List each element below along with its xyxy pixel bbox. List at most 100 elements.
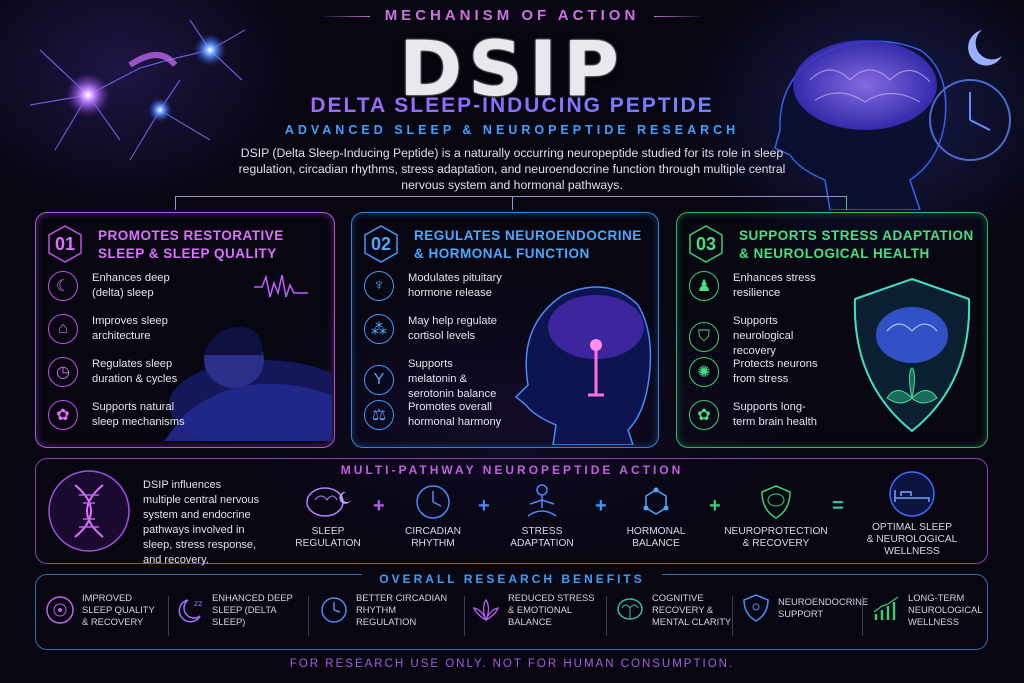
benefit-item: COGNITIVE RECOVERY & MENTAL CLARITY (614, 592, 731, 628)
pathway-step-label: STRESS ADAPTATION (510, 526, 574, 549)
list-item-text: Supports natural sleep mechanisms (92, 401, 185, 428)
benefit-label: NEUROENDOCRINE SUPPORT (778, 596, 869, 619)
pathway-result-label: OPTIMAL SLEEP & NEUROLOGICAL WELLNESS (866, 522, 958, 557)
benefit-item: IMPROVED SLEEP QUALITY & RECOVERY (44, 592, 155, 628)
benefit-label: LONG-TERM NEUROLOGICAL WELLNESS (908, 592, 983, 627)
pathway-step: HORMONAL BALANCE (618, 482, 694, 550)
panel-number-badge: 03 (689, 225, 723, 263)
list-item: ◷ Regulates sleep duration & cycles (48, 357, 187, 387)
brain-icon: ✿ (689, 400, 719, 430)
panel-title-line: SLEEP & SLEEP QUALITY (98, 246, 277, 261)
sleeping-person-illustration (164, 274, 332, 441)
list-item: ⁂ May help regulate cortisol levels (364, 314, 503, 344)
benefit-divider (606, 596, 607, 636)
list-item-text: Promotes overall hormonal harmony (408, 401, 502, 428)
benefit-item: BETTER CIRCADIAN RHYTHM REGULATION (318, 592, 447, 628)
brain-icon: ✿ (48, 400, 78, 430)
list-item-text: Enhances deep (delta) sleep (92, 272, 170, 299)
panel-title-line: PROMOTES RESTORATIVE (98, 228, 284, 243)
list-item-text: Protects neurons from stress (733, 358, 818, 385)
list-item: ⚖ Promotes overall hormonal harmony (364, 400, 503, 430)
panel-number: 02 (370, 233, 392, 254)
shield-brain-lotus-illustration (853, 277, 971, 433)
panel-restorative-sleep: 01 PROMOTES RESTORATIVE SLEEP & SLEEP QU… (35, 212, 335, 448)
pathway-result: OPTIMAL SLEEP & NEUROLOGICAL WELLNESS (858, 470, 966, 558)
equals-operator: = (832, 495, 844, 517)
benefit-label: ENHANCED DEEP SLEEP (DELTA SLEEP) (212, 592, 293, 627)
clock-icon (321, 597, 347, 623)
receptor-icon: Y (364, 364, 394, 395)
neuron-icon: ✺ (689, 357, 719, 387)
list-item-text: May help regulate cortisol levels (408, 315, 497, 342)
benefit-item: zz ENHANCED DEEP SLEEP (DELTA SLEEP) (174, 592, 293, 628)
list-item-text: Supports long-term brain health (733, 401, 817, 428)
plus-operator: + (373, 495, 385, 517)
pathway-step-label: HORMONAL BALANCE (626, 526, 686, 549)
pathway-step: SLEEP REGULATION (286, 482, 370, 550)
panel-title-line: SUPPORTS STRESS ADAPTATION (739, 228, 974, 243)
list-item-text: Improves sleep architecture (92, 315, 168, 342)
pathway-step-label: SLEEP REGULATION (295, 526, 361, 549)
moon-icon: ☾ (48, 271, 78, 301)
header-divider-left (318, 16, 370, 17)
list-item: ♟ Enhances stress resilience (689, 271, 828, 301)
panel-number: 03 (695, 233, 717, 254)
list-item: ✿ Supports natural sleep mechanisms (48, 400, 187, 430)
page-title: DSIP (399, 24, 625, 113)
shield-icon: ⛉ (689, 321, 719, 352)
benefit-item: LONG-TERM NEUROLOGICAL WELLNESS (870, 592, 983, 628)
benefit-divider (308, 596, 309, 636)
multi-pathway-title: MULTI-PATHWAY NEUROPEPTIDE ACTION (340, 463, 684, 477)
growth-chart-icon (873, 596, 899, 620)
list-item-text: Enhances stress resilience (733, 272, 816, 299)
bed-icon (889, 471, 935, 517)
research-benefits-title: OVERALL RESEARCH BENEFITS (362, 572, 662, 586)
benefit-item: NEUROENDOCRINE SUPPORT (740, 592, 868, 624)
svg-text:zz: zz (194, 599, 202, 608)
benefit-divider (862, 596, 863, 636)
benefit-item: REDUCED STRESS & EMOTIONAL BALANCE (470, 592, 594, 628)
connector-line (175, 196, 176, 210)
benefit-divider (168, 596, 169, 636)
shield-icon (743, 594, 769, 622)
moon-zzz-icon: zz (178, 599, 202, 623)
pathway-step: STRESS ADAPTATION (502, 482, 582, 550)
list-item: ✺ Protects neurons from stress (689, 357, 828, 387)
panel-number-badge: 02 (364, 225, 398, 263)
clock-icon: ◷ (48, 357, 78, 387)
pathway-step-label: NEUROPROTECTION & RECOVERY (724, 526, 828, 549)
list-item-text: Modulates pituitary hormone release (408, 272, 502, 299)
panel-title-line: REGULATES NEUROENDOCRINE (414, 228, 642, 243)
list-item: ⛉ Supports neurological recovery (689, 314, 828, 359)
meditation-icon: ♟ (689, 271, 719, 301)
list-item: ⌂ Improves sleep architecture (48, 314, 187, 344)
plus-operator: + (478, 495, 490, 517)
list-item-text: Supports neurological recovery (733, 315, 794, 357)
pituitary-icon: ♆ (364, 271, 394, 301)
brain-moon-icon (306, 487, 351, 517)
plus-operator: + (709, 495, 721, 517)
pathway-step: NEUROPROTECTION & RECOVERY (724, 482, 828, 550)
connector-line (512, 196, 513, 210)
benefit-label: REDUCED STRESS & EMOTIONAL BALANCE (508, 592, 595, 627)
panel-number-badge: 01 (48, 225, 82, 263)
benefit-label: IMPROVED SLEEP QUALITY & RECOVERY (82, 592, 155, 627)
page-subtitle: DELTA SLEEP-INDUCING PEPTIDE (0, 94, 1024, 118)
balance-scale-icon: ⚖ (364, 400, 394, 430)
neuron-network-illustration (29, 19, 246, 161)
list-item-text: Supports melatonin & serotonin balance (408, 358, 497, 400)
lotus-icon (473, 598, 499, 622)
benefit-label: BETTER CIRCADIAN RHYTHM REGULATION (356, 592, 448, 627)
list-item: ☾ Enhances deep (delta) sleep (48, 271, 187, 301)
pathway-step-label: CIRCADIAN RHYTHM (404, 526, 462, 549)
connector-line (176, 196, 846, 197)
benefit-label: COGNITIVE RECOVERY & MENTAL CLARITY (652, 592, 732, 627)
panel-title-line: & NEUROLOGICAL HEALTH (739, 246, 930, 261)
pathway-step: CIRCADIAN RHYTHM (395, 482, 471, 550)
intro-paragraph: DSIP (Delta Sleep-Inducing Peptide) is a… (238, 146, 786, 192)
meditation-icon (527, 484, 557, 517)
benefit-divider (464, 596, 465, 636)
page-tagline: ADVANCED SLEEP & NEUROPEPTIDE RESEARCH (284, 123, 740, 137)
panel-title-line: & HORMONAL FUNCTION (414, 246, 590, 261)
panel-title: PROMOTES RESTORATIVE SLEEP & SLEEP QUALI… (98, 227, 284, 263)
